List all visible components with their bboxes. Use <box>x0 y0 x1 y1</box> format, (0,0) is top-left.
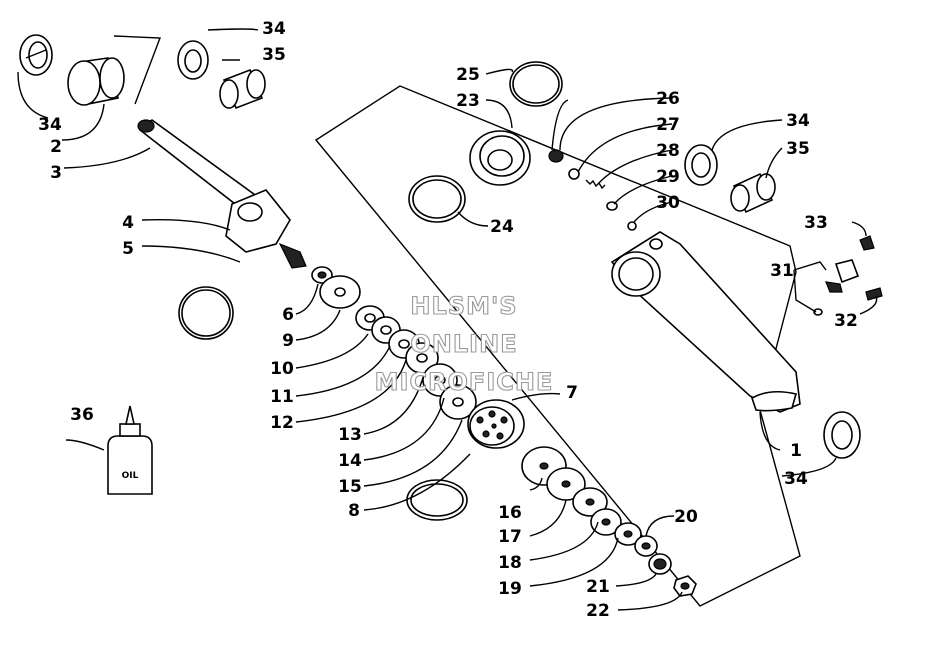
callout-1: 1 <box>790 441 802 461</box>
bushing-34-right <box>684 144 718 186</box>
spring-28 <box>585 179 606 190</box>
callout-31: 31 <box>770 261 794 281</box>
o-ring-25 <box>509 61 563 107</box>
callout-20: 20 <box>674 507 698 527</box>
washer-9 <box>319 275 361 309</box>
callout-35: 35 <box>262 45 286 65</box>
fitting-31 <box>813 259 860 316</box>
callout-34: 34 <box>786 111 810 131</box>
piston-ring-8 <box>406 479 468 521</box>
callout-28: 28 <box>656 141 680 161</box>
callout-2: 2 <box>50 137 62 157</box>
callout-labels: 34 35 34 2 3 4 5 6 9 10 11 12 13 14 15 8… <box>38 19 858 621</box>
shim-20b <box>634 535 658 557</box>
shim-15 <box>439 384 477 420</box>
eyelet-sleeve-2 <box>67 57 125 106</box>
callout-33: 33 <box>804 213 828 233</box>
callout-34: 34 <box>784 469 808 489</box>
callout-12: 12 <box>270 413 294 433</box>
callout-15: 15 <box>338 477 362 497</box>
callout-25: 25 <box>456 65 480 85</box>
callout-6: 6 <box>282 305 294 325</box>
callout-18: 18 <box>498 553 522 573</box>
callout-36: 36 <box>70 405 94 425</box>
bushing-35-top <box>219 68 266 110</box>
callout-21: 21 <box>586 577 610 597</box>
watermark-line-3: MICROFICHE <box>375 368 554 396</box>
callout-11: 11 <box>270 387 294 407</box>
oil-bottle-36: OIL <box>107 405 153 495</box>
callout-22: 22 <box>586 601 610 621</box>
callout-17: 17 <box>498 527 522 547</box>
piston-7 <box>467 399 525 449</box>
nut-22 <box>673 575 697 597</box>
ball-27 <box>568 168 580 180</box>
callout-5: 5 <box>122 239 134 259</box>
shim-13 <box>405 342 439 374</box>
o-ring-5 <box>178 286 234 340</box>
callout-32: 32 <box>834 311 858 331</box>
watermark: HLSM'S ONLINE MICROFICHE <box>374 291 554 396</box>
callout-8: 8 <box>348 501 360 521</box>
watermark-line-2: ONLINE <box>410 330 517 358</box>
callout-9: 9 <box>282 331 294 351</box>
callout-34: 34 <box>38 115 62 135</box>
watermark-line-1: HLSM'S <box>410 292 517 320</box>
callout-29: 29 <box>656 167 680 187</box>
bushing-34-top <box>177 40 209 80</box>
callout-13: 13 <box>338 425 362 445</box>
leader-lines <box>17 28 878 611</box>
bushing-34-bottom-right <box>823 411 861 459</box>
ring-24 <box>408 175 466 223</box>
callout-34: 34 <box>262 19 286 39</box>
shock-body-1 <box>610 231 801 413</box>
shim-20 <box>614 522 642 546</box>
washer-21 <box>648 553 672 575</box>
callout-23: 23 <box>456 91 480 111</box>
rod-guide-4 <box>225 189 307 269</box>
screw-32 <box>865 287 883 301</box>
callout-14: 14 <box>338 451 362 471</box>
callout-30: 30 <box>656 193 680 213</box>
oil-bottle-label: OIL <box>122 471 139 481</box>
callout-26: 26 <box>656 89 680 109</box>
bushing-35-right <box>730 172 776 214</box>
callout-27: 27 <box>656 115 680 135</box>
callout-3: 3 <box>50 163 62 183</box>
cap-23 <box>469 130 531 186</box>
callout-19: 19 <box>498 579 522 599</box>
shim-19 <box>590 508 622 536</box>
callout-16: 16 <box>498 503 522 523</box>
nut-26 <box>548 149 564 163</box>
callout-35: 35 <box>786 139 810 159</box>
bushing-34-top-left <box>19 34 53 76</box>
callout-24: 24 <box>490 217 514 237</box>
callout-10: 10 <box>270 359 294 379</box>
screw-33 <box>859 235 875 251</box>
shim-18 <box>572 487 608 517</box>
callout-4: 4 <box>122 213 134 233</box>
group-frame <box>314 85 801 607</box>
ball-30 <box>627 221 637 231</box>
callout-7: 7 <box>566 383 578 403</box>
